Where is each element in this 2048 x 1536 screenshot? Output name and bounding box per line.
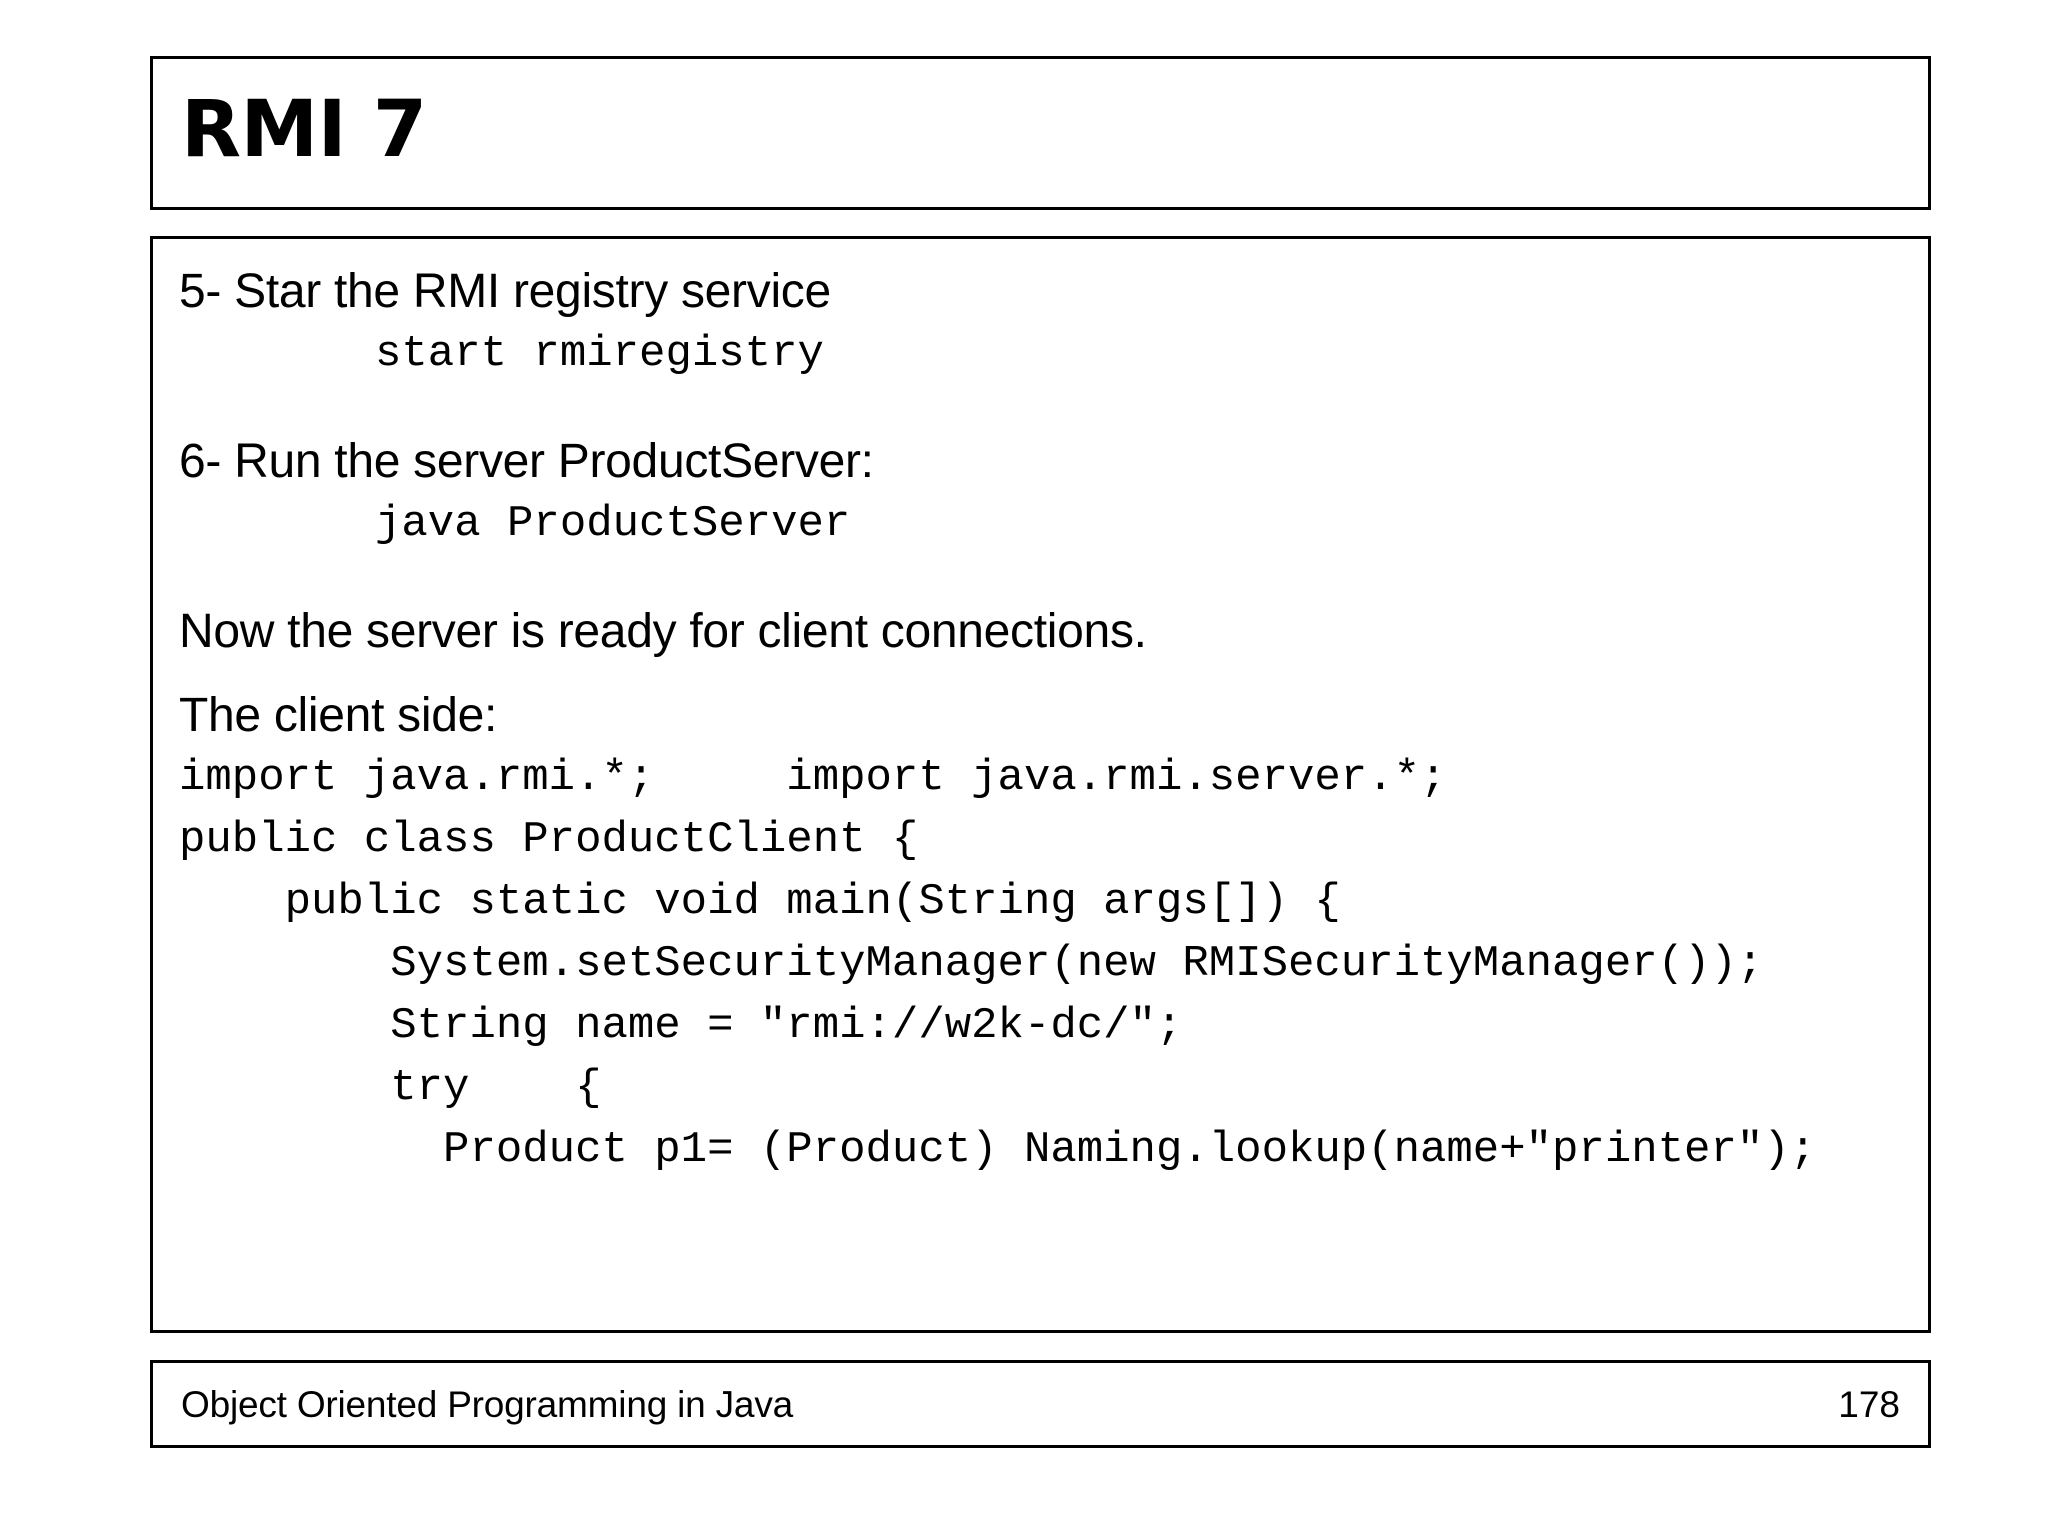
page-title: RMI 7 <box>181 85 427 175</box>
title-box: RMI 7 <box>150 56 1931 210</box>
code-line: String name = "rmi://w2k-dc/"; <box>179 1001 1183 1051</box>
server-ready-note: Now the server is ready for client conne… <box>179 605 1147 658</box>
code-line: Product p1= (Product) Naming.lookup(name… <box>179 1125 1817 1175</box>
step-5-command: start rmiregistry <box>375 329 824 379</box>
code-line: try { <box>179 1063 602 1113</box>
spacer-after-note <box>179 663 1902 685</box>
code-line: System.setSecurityManager(new RMISecurit… <box>179 939 1764 989</box>
spacer-after-step-5 <box>179 385 1902 431</box>
step-6-heading: 6- Run the server ProductServer: <box>179 435 874 488</box>
footer-course-title: Object Oriented Programming in Java <box>181 1383 793 1425</box>
code-line: import java.rmi.*; import java.rmi.serve… <box>179 753 1447 803</box>
step-6-command: java ProductServer <box>375 499 851 549</box>
client-side-heading: The client side: <box>179 689 498 742</box>
code-line: public class ProductClient { <box>179 815 919 865</box>
footer-box: Object Oriented Programming in Java 178 <box>150 1360 1931 1448</box>
step-5-heading: 5- Star the RMI registry service <box>179 265 831 318</box>
code-line: public static void main(String args[]) { <box>179 877 1341 927</box>
footer-page-number: 178 <box>1838 1383 1900 1425</box>
content-box: 5- Star the RMI registry service start r… <box>150 236 1931 1333</box>
spacer-after-step-6 <box>179 555 1902 601</box>
